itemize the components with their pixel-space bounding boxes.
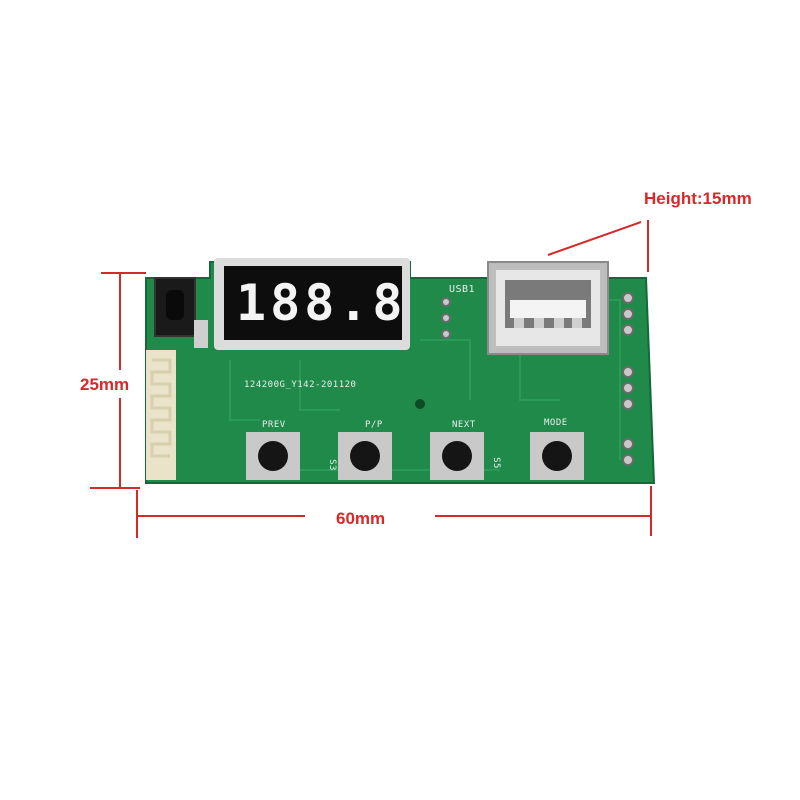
height-dimension-label: Height:15mm <box>644 189 752 208</box>
side-dimension-label: 25mm <box>80 375 130 394</box>
button-label-pp: P/P <box>365 420 383 430</box>
button-label-mode: MODE <box>544 418 568 428</box>
button-label-prev: PREV <box>262 420 286 430</box>
length-dimension-label: 60mm <box>336 509 386 528</box>
tact-switches <box>246 432 584 480</box>
seven-segment-display: 188.8 <box>236 274 407 332</box>
button-label-next: NEXT <box>452 420 476 430</box>
switch-id-s3: S3 <box>326 459 337 471</box>
part-number: 124200G_Y142-201120 <box>244 380 357 390</box>
usb-label: USB1 <box>449 284 476 295</box>
switch-id-s5: S5 <box>490 457 501 469</box>
